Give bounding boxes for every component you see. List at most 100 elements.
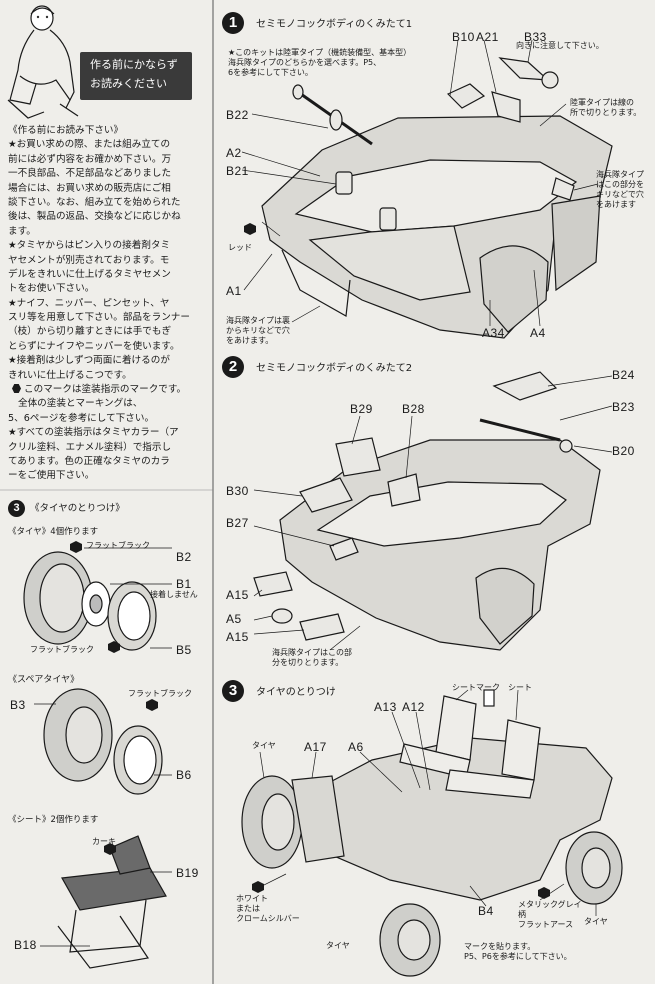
part-label: B2	[176, 550, 192, 564]
part-label: B24	[612, 368, 635, 382]
note-line: マークを貼ります。	[464, 942, 536, 951]
part-label: B5	[176, 643, 192, 657]
flat-black-label: フラットブラック	[86, 541, 150, 550]
note-line: からキリなどで穴	[226, 326, 290, 335]
intro-line: ★お買い求めの際、または組み立ての	[8, 139, 171, 151]
part-label: A17	[304, 740, 327, 754]
part-label: A4	[530, 326, 546, 340]
step-title: タイヤのとりつけ	[256, 687, 336, 698]
step1-note: ★このキットは陸軍タイプ（機銃装備型、基本型） 海兵隊タイプのどちらかを選べます…	[228, 48, 411, 78]
note-line: ホワイト	[236, 894, 268, 903]
badge-line2: お読みください	[90, 76, 167, 90]
sub-tire-label: 《タイヤ》4個作ります	[8, 527, 99, 537]
note-line: はこの部分を	[596, 180, 644, 189]
mark-label: マーク	[476, 683, 500, 692]
step-number: 2	[222, 356, 244, 378]
part-label: B20	[612, 444, 635, 458]
note-line: メタリックグレイ	[518, 900, 582, 909]
marine-note-2: 海兵隊タイプは裏 からキリなどで穴 をあけます。	[226, 316, 290, 346]
sub-spare-title: 《スペアタイヤ》	[8, 675, 80, 685]
seat-label: シート	[452, 683, 476, 692]
part-label: A1	[226, 284, 242, 298]
part-label: B18	[14, 938, 37, 952]
intro-line: ★接着剤は少しずつ両面に着けるのが	[8, 355, 170, 367]
read-before-badge: 作る前にかならず お読みください	[80, 52, 192, 100]
intro-line: ヤセメントが別売されております。モ	[8, 254, 170, 266]
intro-line: トをお使い下さい。	[8, 283, 95, 295]
intro-line: （枝）から切り離すときには手でもぎ	[8, 326, 172, 338]
note-line: をあけます。	[226, 336, 274, 345]
intro-line: きれいに仕上げるこつです。	[8, 369, 132, 381]
intro-heading: 《作る前にお読み下さい》	[8, 125, 124, 136]
note-line: フラットアース	[518, 920, 574, 929]
part-label: B33	[524, 30, 547, 44]
part-label: A15	[226, 630, 249, 644]
mark-note: マークを貼ります。 P5、P6を参考にして下さい。	[464, 942, 572, 962]
tire-label: タイヤ	[252, 741, 276, 750]
part-label: B3	[10, 698, 26, 712]
tire-label: タイヤ	[326, 941, 350, 950]
red-label: レッド	[228, 243, 252, 252]
note-line: 陸軍タイプは線の	[570, 98, 634, 107]
note-line: ★このキットは陸軍タイプ（機銃装備型、基本型）	[228, 48, 412, 57]
note-line: または	[236, 904, 260, 913]
part-label: A12	[402, 700, 425, 714]
intro-line: ★ナイフ、ニッパー、ピンセット、ヤ	[8, 297, 170, 309]
note-line: 柄	[518, 910, 526, 919]
step-title: セミモノコックボディのくみたて1	[256, 19, 413, 30]
step-title: セミモノコックボディのくみたて2	[256, 363, 413, 374]
intro-line: 場合には、お買い求めの販売店にご相	[8, 182, 171, 194]
no-glue-label: 接着しません	[150, 590, 198, 599]
part-label: A5	[226, 612, 242, 626]
b33-note: 向きに注意して下さい。	[516, 41, 604, 50]
note-line: 分を切りとります。	[272, 658, 344, 667]
flat-black-label: フラットブラック	[30, 645, 94, 654]
intro-line: ます。	[8, 225, 36, 237]
intro-line: ★すべての塗装指示はタミヤカラー（ア	[8, 427, 179, 439]
part-label: A6	[348, 740, 364, 754]
part-label: B4	[478, 904, 494, 918]
tire-label: タイヤ	[584, 917, 608, 926]
intro-line: てあります。色の正確なタミヤのカラ	[8, 455, 170, 467]
part-label: A2	[226, 146, 242, 160]
intro-line: とらずにナイフやニッパーを使います。	[8, 340, 180, 352]
part-label: B23	[612, 400, 635, 414]
paint-mark-icon	[12, 384, 21, 394]
part-label: B10	[452, 30, 475, 44]
part-label: A21	[476, 30, 499, 44]
metal-note: メタリックグレイ 柄 フラットアース	[518, 900, 582, 930]
note-line: クロームシルバー	[236, 914, 300, 923]
intro-line: デルをきれいに仕上げるタミヤセメン	[8, 268, 171, 280]
intro-line: ★タミヤからはピン入りの接着剤タミ	[8, 240, 171, 252]
part-label: B28	[402, 402, 425, 416]
intro-line: 談下さい。なお、組み立てを始められた	[8, 196, 181, 208]
sub-seat-title: 《シート》2個作ります	[8, 815, 99, 825]
part-label: B19	[176, 866, 199, 880]
intro-line: 全体の塗装とマーキングは、	[18, 398, 143, 410]
note-line: 6を参考にして下さい。	[228, 68, 313, 77]
badge-line1: 作る前にかならず	[90, 58, 178, 71]
step2-marine-note: 海兵隊タイプはこの部 分を切りとります。	[272, 648, 352, 668]
part-label: B1	[176, 577, 192, 591]
part-label: A15	[226, 588, 249, 602]
note-line: 所で切りとります。	[570, 108, 642, 117]
intro-line: スリ等を用意して下さい。部品をランナー	[8, 312, 190, 324]
khaki-label: カーキ	[92, 837, 116, 846]
intro-line: 前には必ず内容をお確かめ下さい。万	[8, 153, 172, 165]
paint-mark-line: このマークは塗装指示のマークです。	[8, 383, 206, 397]
note-line: キリなどで穴	[596, 190, 644, 199]
part-label: B21	[226, 164, 249, 178]
note-line: をあけます	[596, 200, 636, 209]
seat-label: シート	[508, 683, 532, 692]
sub-tire-title: 《タイヤのとりつけ》	[30, 503, 125, 514]
part-label: A13	[374, 700, 397, 714]
part-label: B29	[350, 402, 373, 416]
part-label: B30	[226, 484, 249, 498]
step-number: 3	[222, 680, 244, 702]
note-line: 海兵隊タイプはこの部	[272, 648, 352, 657]
